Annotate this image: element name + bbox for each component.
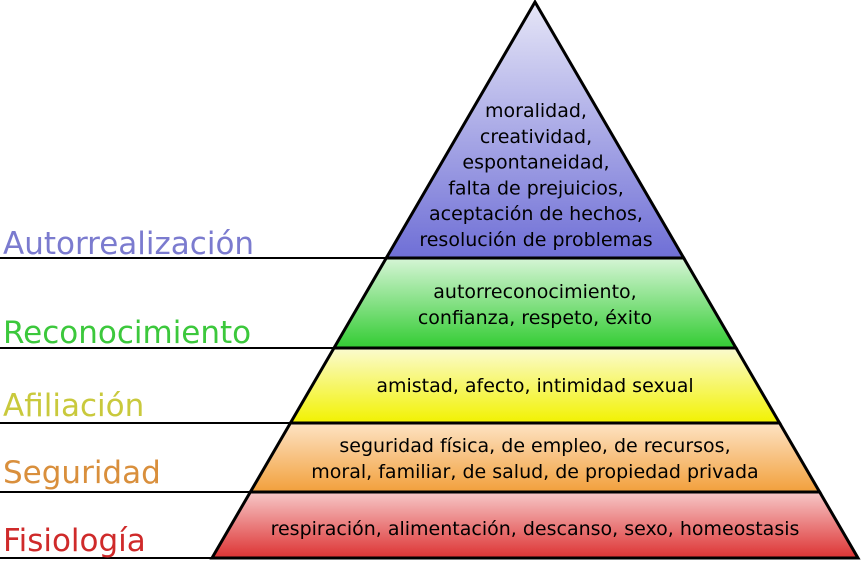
level-description-line: moralidad, [485, 100, 587, 122]
level-label: Fisiología [3, 523, 146, 559]
level-label: Autorrealización [3, 226, 254, 262]
level-description-line: resolución de problemas [419, 229, 652, 251]
level-description-line: autorreconocimiento, [433, 281, 636, 303]
level-description-line: aceptación de hechos, [429, 203, 643, 225]
level-description-line: espontaneidad, [462, 152, 609, 174]
pyramid-tier-2 [331, 256, 739, 350]
level-description-line: falta de prejuicios, [448, 177, 624, 199]
level-description-line: creatividad, [480, 126, 592, 148]
level-labels: AutorrealizaciónReconocimientoAfiliación… [3, 226, 254, 559]
level-description-line: amistad, afecto, intimidad sexual [376, 375, 693, 397]
level-label: Afiliación [3, 388, 144, 424]
level-description-line: seguridad física, de empleo, de recursos… [339, 435, 730, 457]
level-description-line: moral, familiar, de salud, de propiedad … [311, 461, 758, 483]
level-description-line: confianza, respeto, éxito [418, 307, 652, 329]
level-label: Reconocimiento [3, 315, 251, 351]
level-descriptions: moralidad, creatividad, espontaneidad, falt… [271, 100, 800, 540]
pyramid-tiers [209, 0, 861, 560]
level-description-line: respiración, alimentación, descanso, sex… [271, 518, 800, 540]
level-label: Seguridad [3, 455, 161, 491]
pyramid-tier-5 [209, 490, 861, 560]
level-divider-lines [0, 257, 387, 559]
